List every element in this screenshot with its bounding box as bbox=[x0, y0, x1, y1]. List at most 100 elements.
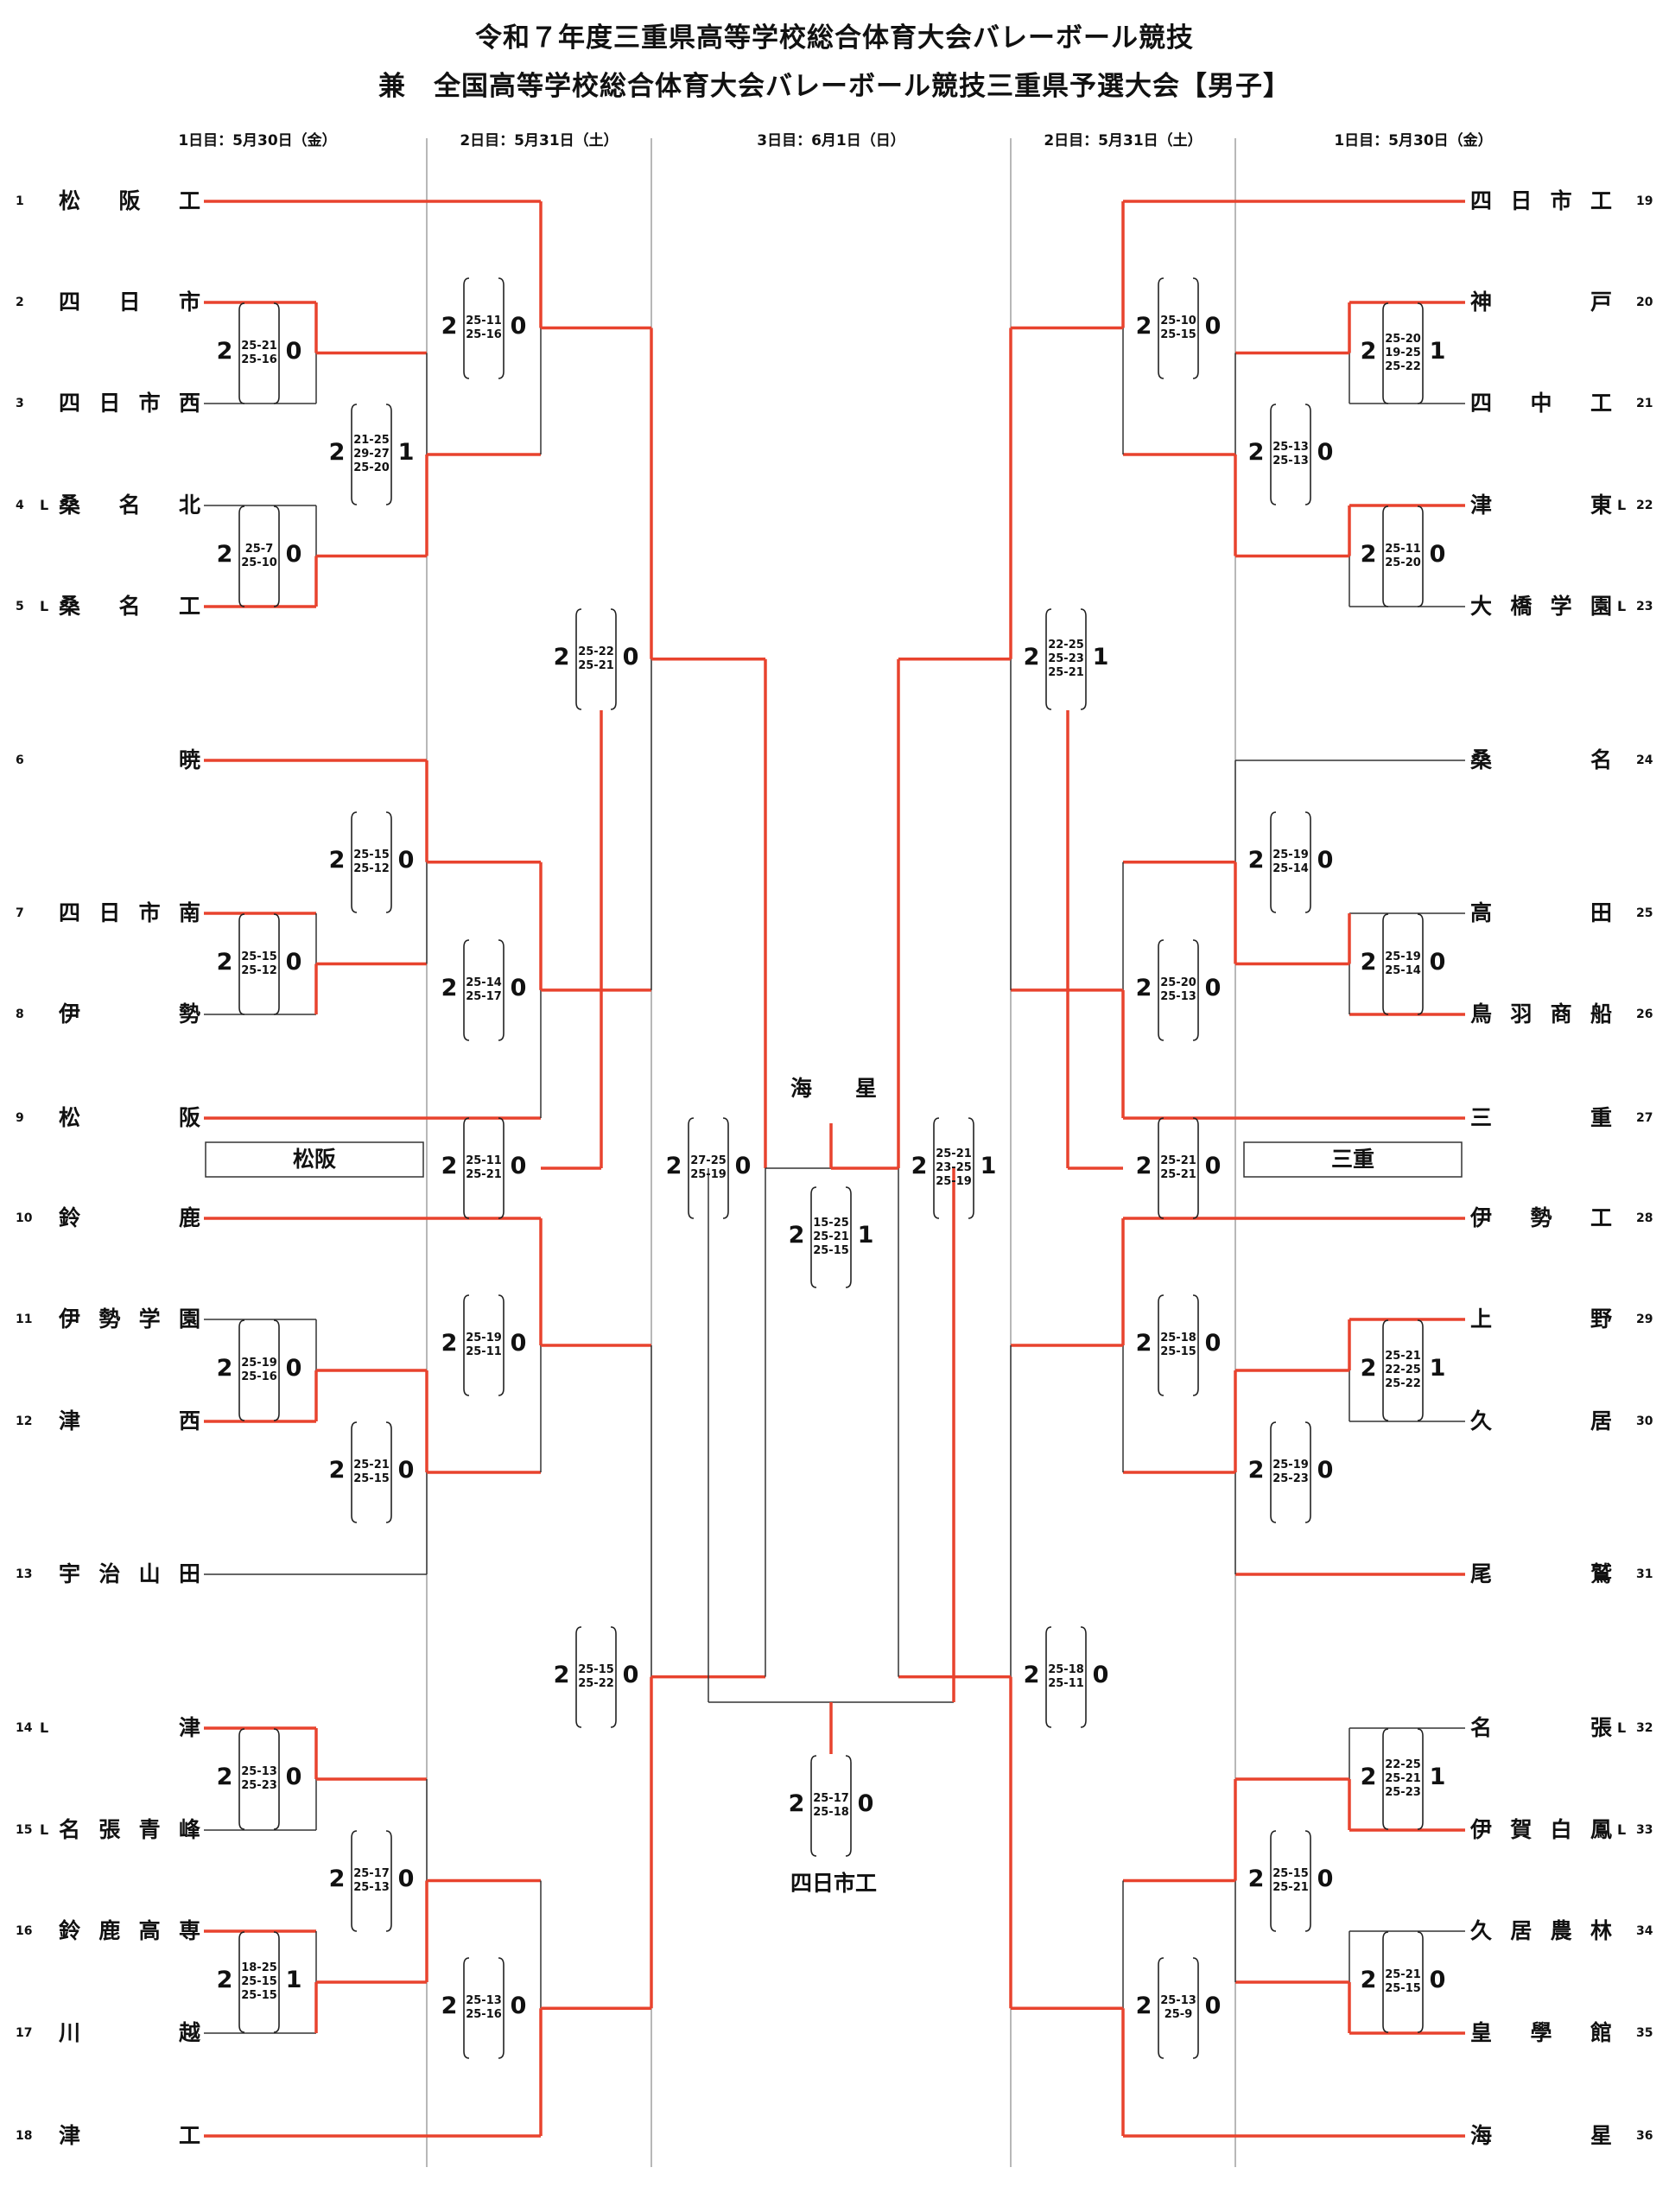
team-l-mark: L bbox=[40, 497, 49, 513]
match-winner-sets: 2 bbox=[1360, 1967, 1377, 1993]
match-winner-sets: 2 bbox=[1135, 1993, 1152, 2020]
team-l-mark: L bbox=[1617, 1821, 1627, 1838]
match-winner-sets: 2 bbox=[216, 1764, 233, 1790]
team-name-char: 上 bbox=[1470, 1306, 1493, 1332]
team-name-char: 日 bbox=[1510, 188, 1533, 213]
team-name: 尾鷲 bbox=[1470, 1557, 1612, 1592]
set-score: 25-11 bbox=[466, 314, 502, 327]
match-loser-sets: 1 bbox=[1092, 643, 1109, 671]
match-bracket-outline bbox=[1382, 1931, 1424, 2033]
team-name: 暁 bbox=[59, 743, 200, 778]
match-loser-sets: 1 bbox=[1429, 1355, 1446, 1382]
match-bracket-outline bbox=[463, 276, 505, 379]
set-score: 25-15 bbox=[353, 848, 390, 861]
team-name: 津 bbox=[59, 1711, 200, 1745]
title-line-1: 令和７年度三重県高等学校総合体育大会バレーボール競技 bbox=[475, 22, 1194, 54]
team-name-char: 鈴 bbox=[59, 1205, 81, 1230]
match-bracket-outline bbox=[1382, 1319, 1424, 1421]
match-bracket-outline bbox=[1270, 1829, 1311, 1932]
team-name: 四日市工 bbox=[1470, 184, 1612, 219]
match-winner-sets: 2 bbox=[1023, 1661, 1040, 1688]
match-winner-sets: 2 bbox=[553, 1661, 570, 1688]
team-seed: 32 bbox=[1636, 1721, 1653, 1735]
team-seed: 35 bbox=[1636, 2026, 1653, 2040]
champion-label: 四日市工 bbox=[790, 1871, 877, 1896]
match-loser-sets: 0 bbox=[397, 1865, 415, 1892]
team-name-char: 鈴 bbox=[59, 1918, 81, 1943]
match-loser-sets: 1 bbox=[980, 1153, 997, 1179]
team-name-char: 高 bbox=[1470, 900, 1493, 925]
team-name-char: 伊 bbox=[59, 1306, 81, 1332]
set-score: 25-21 bbox=[1272, 1880, 1309, 1894]
team-l-mark: L bbox=[40, 598, 49, 614]
set-score: 25-12 bbox=[241, 963, 277, 977]
set-score: 25-21 bbox=[353, 1459, 390, 1471]
match-winner-sets: 2 bbox=[553, 643, 570, 671]
team-name: 名張 bbox=[1470, 1711, 1612, 1745]
match-loser-sets: 0 bbox=[285, 1764, 302, 1790]
team-name: 津工 bbox=[59, 2119, 200, 2153]
team-name-char: 川 bbox=[59, 2020, 81, 2045]
match-winner-sets: 2 bbox=[441, 1153, 458, 1179]
match-bracket-outline bbox=[810, 1186, 852, 1288]
team-name: 津東 bbox=[1470, 488, 1612, 523]
set-score: 25-21 bbox=[1048, 665, 1084, 679]
team-name-char: 四 bbox=[59, 391, 81, 416]
set-score: 25-10 bbox=[1160, 314, 1196, 327]
set-score: 25-19 bbox=[936, 1175, 972, 1188]
set-score: 25-10 bbox=[241, 556, 277, 569]
match-bracket-outline bbox=[1045, 607, 1087, 710]
team-name-char: 工 bbox=[178, 2123, 200, 2148]
match-bracket-outline bbox=[351, 810, 392, 913]
team-name: 伊勢工 bbox=[1470, 1201, 1612, 1236]
team-name: 川越 bbox=[59, 2016, 200, 2050]
match-winner-sets: 2 bbox=[216, 948, 233, 976]
team-name-char: 戸 bbox=[1590, 289, 1612, 315]
match-bracket-outline bbox=[238, 912, 280, 1015]
team-name-char: 工 bbox=[1590, 391, 1612, 416]
team-seed: 4 bbox=[16, 499, 24, 512]
set-score: 25-20 bbox=[1160, 976, 1196, 989]
match-loser-sets: 1 bbox=[1429, 1764, 1446, 1790]
set-score: 25-21 bbox=[578, 658, 614, 672]
team-seed: 11 bbox=[16, 1313, 33, 1326]
team-name-char: 名 bbox=[118, 493, 141, 518]
set-score: 25-21 bbox=[241, 339, 277, 353]
match-loser-sets: 0 bbox=[1204, 1330, 1222, 1357]
match-loser-sets: 1 bbox=[285, 1967, 302, 1993]
match-loser-sets: 0 bbox=[1317, 846, 1334, 874]
set-score: 29-27 bbox=[353, 448, 390, 461]
team-l-mark: L bbox=[1617, 497, 1627, 513]
team-name: 大橋学園 bbox=[1470, 589, 1612, 624]
team-seed: 23 bbox=[1636, 600, 1653, 613]
set-score: 25-17 bbox=[813, 1792, 849, 1805]
team-name-char: 鹿 bbox=[98, 1918, 121, 1943]
team-name-char: 海 bbox=[1470, 2123, 1493, 2148]
team-name-char: 星 bbox=[1590, 2123, 1612, 2148]
team-name-char: 久 bbox=[1470, 1918, 1493, 1943]
match-winner-sets: 2 bbox=[216, 337, 233, 365]
team-name-char: 名 bbox=[1470, 1715, 1493, 1740]
match-winner-sets: 2 bbox=[1247, 846, 1265, 874]
team-name: 伊勢学園 bbox=[59, 1302, 200, 1337]
match-bracket-outline bbox=[463, 1117, 505, 1219]
team-seed: 5 bbox=[16, 600, 24, 613]
team-name-char: 白 bbox=[1550, 1817, 1572, 1842]
match-loser-sets: 0 bbox=[510, 974, 527, 1001]
match-winner-sets: 2 bbox=[788, 1790, 805, 1817]
